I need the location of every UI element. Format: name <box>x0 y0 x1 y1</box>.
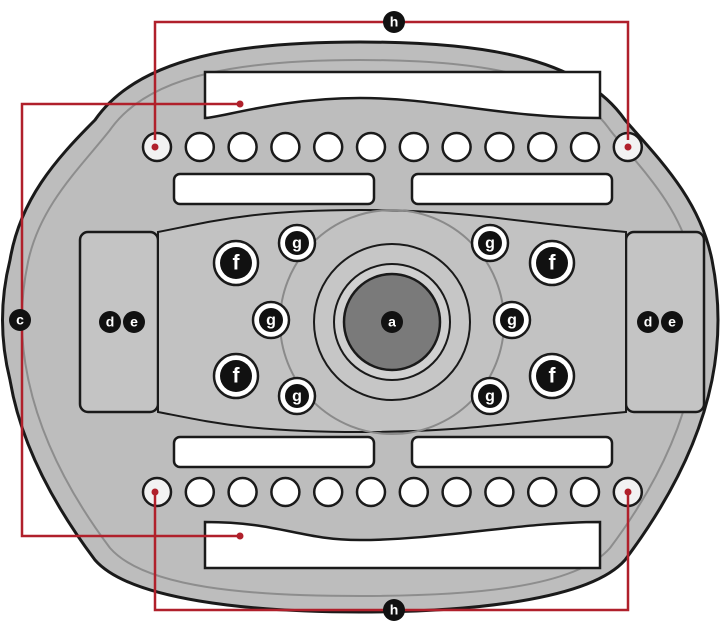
marker-g-label: g <box>485 388 495 405</box>
marker-h-disc <box>383 599 405 621</box>
pin-hole-bottom <box>441 476 472 508</box>
marker-e-left: e <box>123 311 145 333</box>
marker-g-disc <box>478 384 502 408</box>
pin-hole-top <box>184 131 216 163</box>
marker-h-label: h <box>390 14 399 30</box>
marker-g-label: g <box>485 235 495 252</box>
pin-hole-top <box>441 131 472 163</box>
pin-hole-bottom <box>484 476 515 508</box>
marker-d-disc <box>99 311 121 333</box>
marker-f-disc <box>536 360 568 392</box>
pin-hole-top <box>398 131 430 163</box>
marker-f: f <box>528 352 576 400</box>
marker-f-disc <box>220 360 252 392</box>
marker-e-disc <box>123 311 145 333</box>
marker-c-disc <box>9 309 31 331</box>
marker-e-disc <box>661 311 683 333</box>
marker-h-bottom: h <box>383 599 405 621</box>
pin-hole-top <box>526 131 558 163</box>
marker-e-right: e <box>661 311 683 333</box>
callout-anchor-dot <box>236 100 244 108</box>
marker-f-label: f <box>549 365 557 388</box>
marker-g-disc <box>259 308 283 332</box>
marker-d-label: d <box>644 314 653 330</box>
pin-hole-bottom <box>270 476 301 508</box>
marker-g-label: g <box>292 388 302 405</box>
pin-hole-top <box>270 131 301 163</box>
marker-f-label: f <box>233 365 241 388</box>
pin-hole-bottom <box>355 476 387 508</box>
marker-h-top: h <box>383 11 405 33</box>
callout-anchor-dot <box>236 532 244 540</box>
marker-g: g <box>470 223 510 263</box>
callout-anchor-dot <box>151 143 159 151</box>
pin-hole-bottom <box>398 476 430 508</box>
marker-f-label: f <box>549 252 557 275</box>
lower-left-slot <box>172 435 376 469</box>
pin-hole-bottom <box>227 476 258 508</box>
upper-right-slot <box>410 172 614 206</box>
marker-g: g <box>277 223 317 263</box>
marker-a-disc <box>381 311 403 333</box>
marker-e-label: e <box>668 314 676 330</box>
marker-g-disc <box>285 384 309 408</box>
marker-g: g <box>470 376 510 416</box>
upper-left-slot <box>172 172 376 206</box>
marker-g-label: g <box>507 312 517 329</box>
marker-c: c <box>9 309 31 331</box>
marker-f: f <box>212 239 260 287</box>
marker-g-disc <box>285 231 309 255</box>
marker-c-label: c <box>16 312 24 328</box>
marker-a: a <box>381 311 403 333</box>
marker-g: g <box>492 300 532 340</box>
bottom-large-slot <box>203 520 602 570</box>
marker-a-label: a <box>388 314 396 330</box>
marker-h-label: h <box>390 602 399 618</box>
marker-d-right: d <box>637 311 659 333</box>
marker-d-disc <box>637 311 659 333</box>
lower-right-slot <box>410 435 614 469</box>
marker-g-disc <box>500 308 524 332</box>
bottom-pin-hole-row <box>141 476 644 508</box>
pin-hole-bottom <box>569 476 601 508</box>
marker-f: f <box>212 352 260 400</box>
pin-hole-top <box>484 131 515 163</box>
pin-hole-bottom <box>312 476 344 508</box>
pin-hole-top <box>569 131 601 163</box>
marker-d-label: d <box>106 314 115 330</box>
marker-f-label: f <box>233 252 241 275</box>
pin-hole-top <box>355 131 387 163</box>
marker-d-left: d <box>99 311 121 333</box>
callout-anchor-dot <box>624 143 632 151</box>
callout-anchor-dot <box>151 488 159 496</box>
pin-hole-top <box>227 131 258 163</box>
pedal-body-inner-rim <box>21 58 699 598</box>
marker-f: f <box>528 239 576 287</box>
marker-f-disc <box>536 247 568 279</box>
marker-g-label: g <box>266 312 276 329</box>
pin-hole-bottom <box>184 476 216 508</box>
callout-anchor-dot <box>624 488 632 496</box>
marker-g: g <box>277 376 317 416</box>
marker-g: g <box>251 300 291 340</box>
top-large-slot <box>203 70 602 120</box>
marker-g-disc <box>478 231 502 255</box>
marker-h-disc <box>383 11 405 33</box>
marker-g-label: g <box>292 235 302 252</box>
pin-hole-bottom <box>526 476 558 508</box>
pin-hole-top <box>312 131 344 163</box>
marker-e-label: e <box>130 314 138 330</box>
top-pin-hole-row <box>141 131 644 163</box>
marker-f-disc <box>220 247 252 279</box>
